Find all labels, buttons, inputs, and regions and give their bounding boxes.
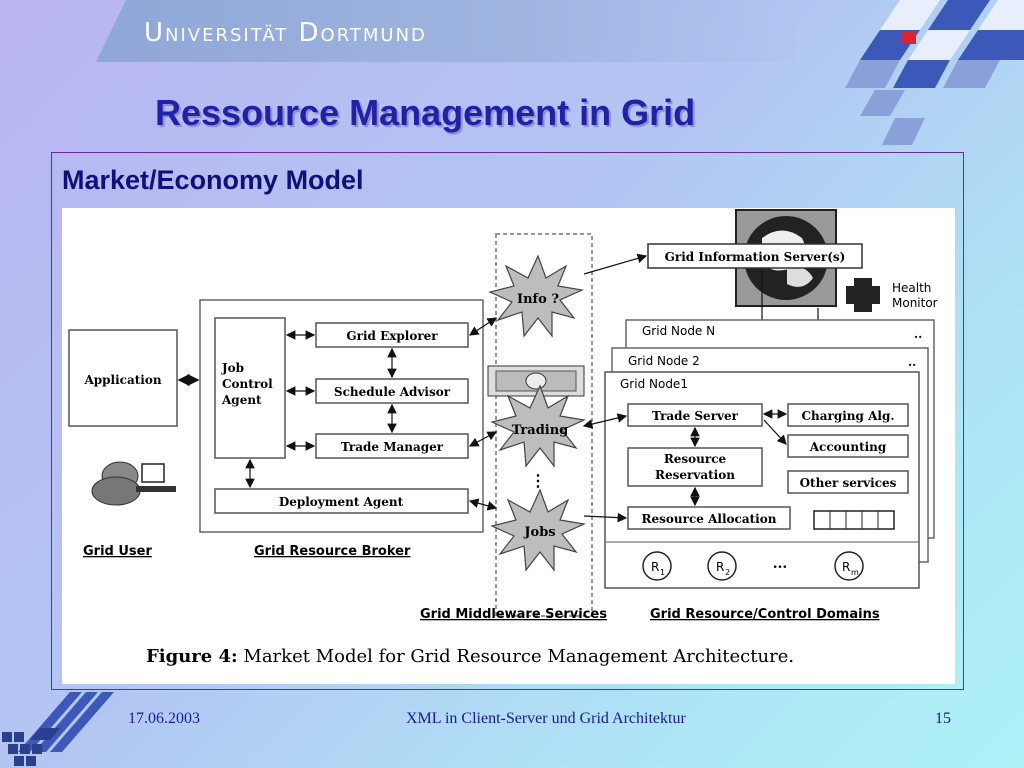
money-icon — [487, 365, 585, 397]
resource-ellipsis: ... — [773, 556, 788, 572]
resource-rm: R m — [834, 551, 864, 581]
grid-explorer-label: Grid Explorer — [346, 329, 438, 343]
svg-text:R: R — [651, 560, 659, 574]
figure-caption: Figure 4: Market Model for Grid Resource… — [146, 646, 794, 667]
resource-r2: R 2 — [707, 551, 737, 581]
svg-text:m: m — [851, 568, 859, 577]
deployment-agent-box — [214, 488, 469, 514]
info-label: Info ? — [517, 292, 559, 307]
figure-caption-bold: Figure 4: — [146, 646, 238, 667]
health-monitor-icon — [846, 278, 880, 312]
job-control-line-1: Job — [221, 361, 244, 375]
health-monitor-line-2: Monitor — [892, 296, 938, 310]
other-services-box — [787, 470, 909, 494]
trading-label: Trading — [512, 423, 569, 438]
job-queue-icon — [813, 510, 895, 530]
grid-node-2-ellipsis: .. — [908, 355, 916, 369]
svg-text:2: 2 — [725, 568, 730, 577]
schedule-advisor-box — [315, 378, 469, 404]
job-control-line-2: Control — [222, 377, 273, 391]
arrow-deploy-jobs — [468, 498, 498, 511]
info-starburst: Info ? — [488, 254, 585, 338]
trade-manager-label: Trade Manager — [341, 440, 444, 454]
resource-allocation-box — [627, 506, 791, 530]
arrow-trading-trade-server — [582, 413, 628, 429]
arrow-explorer-info — [468, 317, 498, 336]
resource-reservation-line-1: Resource — [664, 452, 727, 466]
grid-node-1-label: Grid Node1 — [620, 377, 688, 391]
deployment-agent-label: Deployment Agent — [279, 495, 404, 509]
university-name: Universität Dortmund — [144, 18, 427, 48]
grid-explorer-box — [315, 322, 469, 348]
grid-node-n-ellipsis: .. — [914, 327, 922, 341]
university-header-band — [96, 0, 796, 62]
resource-allocation-label: Resource Allocation — [642, 512, 777, 526]
application-label: Application — [83, 373, 161, 387]
middleware-label: Grid Middleware Services — [420, 607, 607, 622]
job-control-agent-box — [214, 317, 286, 459]
arrow-jobs-allocation — [583, 512, 628, 523]
market-model-diagram: Application Grid User Job Control Agent … — [68, 209, 938, 667]
accounting-label: Accounting — [809, 440, 887, 454]
trade-server-label: Trade Server — [652, 409, 739, 423]
svg-text:R: R — [716, 560, 724, 574]
arrow-info-gis — [583, 253, 648, 275]
jobs-label: Jobs — [523, 525, 555, 540]
university-logo-bottom — [2, 692, 114, 766]
footer-date: 17.06.2003 — [128, 710, 200, 727]
application-box — [68, 329, 178, 427]
job-control-line-3: Agent — [221, 393, 262, 407]
charging-alg-box — [787, 403, 909, 427]
footer-page-number: 15 — [935, 710, 951, 727]
grid-user-icon — [91, 461, 176, 506]
resource-reservation-box — [627, 447, 763, 487]
resource-reservation-line-2: Reservation — [655, 468, 735, 482]
content-frame — [51, 152, 964, 690]
svg-text:1: 1 — [660, 568, 665, 577]
resource-broker-label: Grid Resource Broker — [254, 544, 411, 559]
middleware-ellipsis: ⋮ — [530, 471, 546, 490]
figure-caption-text: Market Model for Grid Resource Managemen… — [238, 646, 794, 667]
domains-label: Grid Resource/Control Domains — [650, 607, 880, 622]
arrow-trade-accounting — [763, 419, 787, 445]
slide-title: Ressource Management in Grid — [155, 92, 696, 133]
trade-manager-box — [315, 433, 469, 459]
footer-title: XML in Client-Server und Grid Architektu… — [406, 710, 686, 727]
trading-starburst: Trading — [490, 384, 587, 468]
schedule-advisor-label: Schedule Advisor — [334, 385, 451, 399]
arrow-trade-trading — [468, 431, 498, 447]
gis-box — [647, 243, 863, 269]
accounting-box — [787, 434, 909, 458]
jobs-starburst: Jobs — [490, 488, 587, 572]
figure-panel: Application Grid User Job Control Agent … — [62, 208, 955, 684]
gis-label: Grid Information Server(s) — [665, 250, 846, 264]
grid-node-n-label: Grid Node N — [642, 324, 715, 338]
svg-text:R: R — [842, 560, 850, 574]
charging-alg-label: Charging Alg. — [801, 409, 894, 423]
grid-node-2-label: Grid Node 2 — [628, 354, 700, 368]
health-monitor-line-1: Health — [892, 281, 931, 295]
grid-user-label: Grid User — [83, 544, 152, 559]
trade-server-box — [627, 403, 763, 427]
resource-r1: R 1 — [642, 551, 672, 581]
other-services-label: Other services — [800, 476, 897, 490]
slide-subtitle: Market/Economy Model — [62, 165, 364, 195]
university-logo-top — [845, 0, 1024, 145]
